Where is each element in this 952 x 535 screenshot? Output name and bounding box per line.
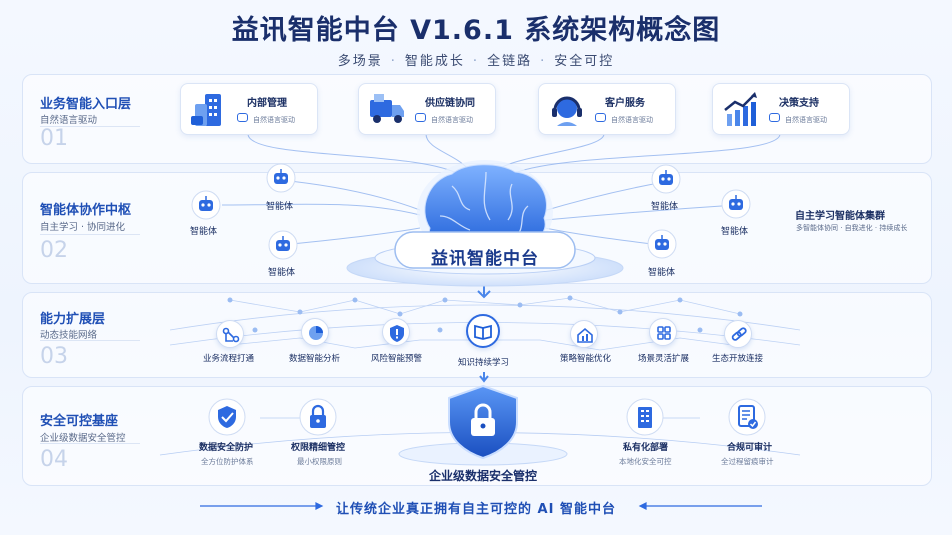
subtitle-item: 智能成长 — [404, 54, 465, 69]
subtitle-sep: · — [472, 54, 480, 69]
grid-icon[interactable] — [649, 318, 677, 346]
entry-card-sub: 自然语言驱动 — [431, 116, 473, 124]
book-icon[interactable] — [466, 314, 500, 348]
divider — [40, 340, 140, 341]
agent-label: 智能体 — [266, 202, 294, 212]
security-sub: 全过程留痕审计 — [721, 457, 774, 466]
robot-icon — [647, 229, 677, 259]
house-chart-icon[interactable] — [570, 320, 598, 348]
cluster-title: 自主学习智能体集群 — [795, 211, 885, 222]
agent-label: 智能体 — [648, 268, 676, 278]
security-shield-visual — [398, 384, 568, 466]
entry-card-internal-management[interactable]: 内部管理 自然语言驱动 — [180, 83, 318, 135]
entry-card-customer-service[interactable]: 客户服务 自然语言驱动 — [538, 83, 676, 135]
robot-icon — [191, 190, 221, 220]
growth-chart-icon — [724, 92, 757, 126]
pie-chart-icon[interactable] — [301, 318, 329, 346]
layer-subtitle: 自然语言驱动 — [40, 115, 98, 126]
layer-subtitle: 企业级数据安全管控 — [40, 433, 126, 444]
agent-label: 智能体 — [190, 227, 218, 237]
truck-icon — [370, 94, 404, 123]
link-icon[interactable] — [724, 320, 752, 348]
headset-icon — [552, 96, 582, 126]
entry-card-decision-support[interactable]: 决策支持 自然语言驱动 — [712, 83, 850, 135]
lock-icon — [299, 398, 337, 436]
footer-tagline: 让传统企业真正拥有自主可控的 AI 智能中台 — [336, 502, 616, 517]
entry-card-label: 客户服务 — [605, 98, 645, 109]
robot-icon — [268, 230, 298, 260]
agent-label: 智能体 — [268, 268, 296, 278]
chat-bubble-icon — [237, 113, 248, 122]
chat-bubble-icon — [595, 113, 606, 122]
capability-label: 场景灵活扩展 — [638, 354, 690, 364]
capability-label: 策略智能优化 — [560, 354, 612, 364]
platform-visual — [346, 160, 624, 287]
layer-title: 业务智能入口层 — [40, 97, 132, 112]
entry-card-label: 供应链协同 — [425, 98, 475, 109]
subtitle-item: 安全可控 — [554, 54, 615, 69]
entry-card-sub: 自然语言驱动 — [785, 116, 827, 124]
security-sub: 最小权限原则 — [297, 457, 342, 466]
security-label: 合规可审计 — [727, 443, 773, 453]
flow-icon[interactable] — [216, 320, 244, 348]
security-sub: 本地化安全可控 — [619, 457, 672, 466]
chat-bubble-icon — [415, 113, 426, 122]
security-label: 权限精细管控 — [291, 443, 346, 453]
entry-card-label: 内部管理 — [247, 98, 287, 109]
agent-label: 智能体 — [651, 202, 679, 212]
server-building-icon — [626, 398, 664, 436]
layer-title: 安全可控基座 — [40, 414, 119, 429]
building-icon — [191, 94, 221, 126]
robot-icon — [651, 164, 681, 194]
layer-title: 智能体协作中枢 — [40, 203, 132, 218]
audit-doc-icon — [728, 398, 766, 436]
page-subtitle: 多场景 · 智能成长 · 全链路 · 安全可控 — [0, 50, 952, 69]
entry-card-label: 决策支持 — [779, 98, 819, 109]
subtitle-sep: · — [390, 54, 397, 69]
capability-label: 风险智能预警 — [371, 354, 423, 364]
security-label: 数据安全防护 — [199, 443, 254, 453]
shield-check-icon — [208, 398, 246, 436]
layer-number: 03 — [40, 344, 68, 369]
layer-number: 01 — [40, 126, 68, 151]
entry-card-supply-chain[interactable]: 供应链协同 自然语言驱动 — [358, 83, 496, 135]
layer-number: 04 — [40, 447, 68, 472]
capability-label: 数据智能分析 — [289, 354, 341, 364]
security-label: 私有化部署 — [623, 443, 669, 453]
subtitle-sep: · — [540, 54, 547, 69]
layer-number: 02 — [40, 238, 68, 263]
page-title: 益讯智能中台 V1.6.1 系统架构概念图 — [231, 15, 721, 46]
robot-icon — [266, 163, 296, 193]
layer-subtitle: 动态技能网络 — [40, 330, 98, 341]
entry-card-sub: 自然语言驱动 — [253, 116, 295, 124]
subtitle-item: 全链路 — [487, 54, 533, 69]
divider — [40, 234, 140, 235]
divider — [40, 443, 140, 444]
subtitle-item: 多场景 — [337, 54, 383, 69]
agent-label: 智能体 — [721, 227, 749, 237]
capability-label: 生态开放连接 — [712, 354, 764, 364]
entry-card-sub: 自然语言驱动 — [611, 116, 653, 124]
cluster-subtitle: 多智能体协同 · 自我进化 · 持续成长 — [796, 224, 908, 232]
platform-name: 益讯智能中台 — [431, 249, 539, 269]
security-sub: 全方位防护体系 — [201, 457, 254, 466]
robot-icon — [721, 189, 751, 219]
capability-label: 知识持续学习 — [458, 358, 510, 368]
divider — [40, 126, 140, 127]
security-center-label: 企业级数据安全管控 — [428, 469, 537, 483]
layer-subtitle: 自主学习 · 协同进化 — [40, 222, 126, 233]
chat-bubble-icon — [769, 113, 780, 122]
layer-title: 能力扩展层 — [40, 312, 106, 327]
shield-alert-icon[interactable] — [382, 318, 410, 346]
capability-label: 业务流程打通 — [203, 354, 255, 364]
